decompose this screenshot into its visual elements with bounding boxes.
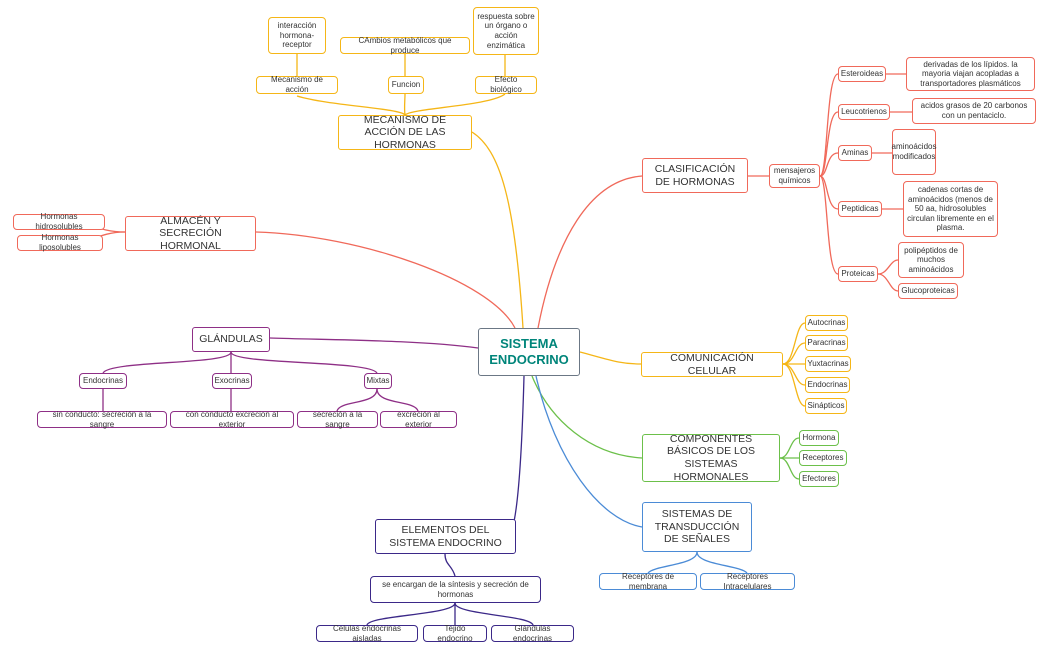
node-proteicas[interactable]: Proteicas — [838, 266, 878, 282]
node-funcion[interactable]: Funcion — [388, 76, 424, 94]
node-leucotrienos[interactable]: Leucotrienos — [838, 104, 890, 120]
node-hormonas-liposolubles[interactable]: Hormonas liposolubles — [17, 233, 103, 252]
node-peptidicas[interactable]: Peptidicas — [838, 201, 882, 217]
node-sinapticos[interactable]: Sinápticos — [805, 398, 847, 414]
node-mixtas-exterior[interactable]: excreción al exterior — [380, 410, 457, 429]
node-aminas[interactable]: Aminas — [838, 145, 872, 161]
central-topic[interactable]: SISTEMA ENDOCRINO — [478, 328, 580, 376]
node-autocrinas[interactable]: Autocrinas — [805, 315, 848, 331]
node-endocrinas-desc[interactable]: sin conducto: secreción a la sangre — [37, 410, 167, 429]
node-celulas-aisladas[interactable]: Celulas endocrinas aisladas — [316, 624, 418, 643]
node-esteroideas[interactable]: Esteroideas — [838, 66, 886, 82]
node-esteroideas-desc[interactable]: derivadas de los lípidos. la mayoria via… — [906, 57, 1035, 91]
topic-clasificacion[interactable]: CLASIFICACIÓN DE HORMONAS — [642, 158, 748, 193]
node-respuesta[interactable]: respuesta sobre un órgano o acción enzim… — [473, 7, 539, 55]
node-endocrinas-comunicacion[interactable]: Endocrinas — [805, 377, 850, 393]
node-elementos-desc[interactable]: se encargan de la síntesis y secreción d… — [370, 576, 541, 603]
node-hormonas-hidrosolubles[interactable]: Hormonas hidrosolubles — [13, 212, 105, 231]
node-paracrinas[interactable]: Paracrinas — [805, 335, 848, 351]
topic-glandulas[interactable]: GLÁNDULAS — [192, 327, 270, 352]
topic-mecanismo-accion[interactable]: MECANISMO DE ACCIÓN DE LAS HORMONAS — [338, 114, 472, 151]
topic-componentes[interactable]: COMPONENTES BÁSICOS DE LOS SISTEMAS HORM… — [642, 433, 780, 483]
node-aminas-desc[interactable]: aminoácidos modificados — [892, 129, 936, 175]
node-mixtas-sangre[interactable]: secreción a la sangre — [297, 410, 378, 429]
node-receptores[interactable]: Receptores — [799, 450, 847, 466]
node-efecto-biologico[interactable]: Efecto biológico — [475, 75, 537, 94]
node-mecanismo-de-accion[interactable]: Mecanismo de acción — [256, 75, 338, 94]
node-receptores-membrana[interactable]: Receptores de membrana — [599, 572, 697, 591]
node-glandulas-endocrinas[interactable]: Glándulas endocrinas — [491, 624, 574, 643]
topic-almacen-secrecion[interactable]: ALMACÉN Y SECRECIÓN HORMONAL — [125, 215, 256, 252]
node-yuxtacrinas[interactable]: Yuxtacrinas — [805, 356, 851, 372]
node-peptidicas-desc[interactable]: cadenas cortas de aminoácidos (menos de … — [903, 181, 998, 237]
node-interaccion[interactable]: interacción hormona-receptor — [268, 17, 326, 54]
topic-comunicacion[interactable]: COMUNICACIÓN CELULAR — [641, 352, 783, 377]
topic-elementos[interactable]: ELEMENTOS DEL SISTEMA ENDOCRINO — [375, 519, 516, 554]
node-glucoproteicas[interactable]: Glucoproteicas — [898, 283, 958, 299]
node-efectores[interactable]: Efectores — [799, 471, 839, 487]
node-hormona[interactable]: Hormona — [799, 430, 839, 446]
node-cambios-metabolicos[interactable]: CAmbios metabólicos que produce — [340, 36, 470, 55]
node-tejido-endocrino[interactable]: Tejido endocrino — [423, 624, 487, 643]
node-exocrinas-desc[interactable]: con conducto excrecion al exterior — [170, 410, 294, 429]
node-proteicas-desc[interactable]: polipéptidos de muchos aminoácidos — [898, 242, 964, 278]
node-receptores-intracelulares[interactable]: Receptores Intracelulares — [700, 572, 795, 591]
node-mixtas[interactable]: Mixtas — [364, 373, 392, 389]
node-mensajeros-quimicos[interactable]: mensajeros químicos — [769, 164, 820, 188]
node-endocrinas[interactable]: Endocrinas — [79, 373, 127, 389]
node-leucotrienos-desc[interactable]: acidos grasos de 20 carbonos con un pent… — [912, 98, 1036, 124]
node-exocrinas[interactable]: Exocrinas — [212, 373, 252, 389]
topic-transduccion[interactable]: SISTEMAS DE TRANSDUCCIÓN DE SEÑALES — [642, 502, 752, 552]
